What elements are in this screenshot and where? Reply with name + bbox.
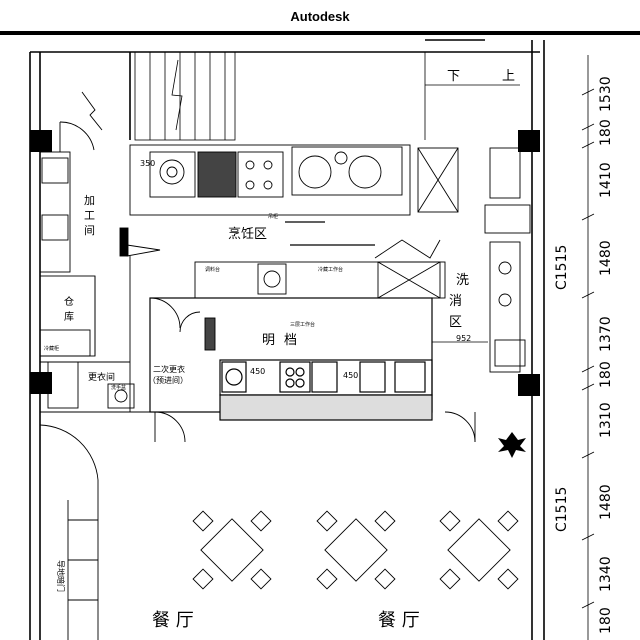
- column: [30, 372, 52, 394]
- pass-shelf-label: 三层工作台: [290, 321, 315, 328]
- vent-label: 吊柜: [268, 213, 278, 220]
- stair-down-label: 下: [447, 69, 460, 84]
- app-title: Autodesk: [290, 9, 350, 24]
- counter-450-a: 450: [250, 367, 265, 376]
- stairs: [134, 51, 520, 141]
- cooking-line: [129, 144, 459, 216]
- washing-zone-label-3: 区: [449, 315, 462, 330]
- door-swing: [59, 91, 103, 152]
- dim-180-a: 180: [598, 119, 614, 146]
- lower-walkway: [39, 424, 99, 640]
- processing-room-label-2: 工: [84, 209, 95, 222]
- stair-up-label: 上: [502, 69, 515, 84]
- washing-equipment: [484, 147, 531, 373]
- bottom-left-tag: 导地暗门: [56, 560, 66, 592]
- hand-sink-label: 洗手盆: [111, 384, 126, 391]
- open-counter-area: [149, 297, 433, 421]
- storage-label-1: 仓: [64, 295, 74, 308]
- dining-table[interactable]: [192, 510, 272, 590]
- title-bar: Autodesk: [0, 6, 640, 36]
- grill-table-label: 调料台: [205, 266, 220, 273]
- column: [30, 130, 52, 152]
- dim-1480-a: 1480: [598, 240, 614, 276]
- hoods: [119, 227, 441, 259]
- changing-room-label: 更衣间: [88, 371, 115, 383]
- secondary-changing-label: 二次更衣: [153, 364, 185, 374]
- dim-1340: 1340: [598, 556, 614, 592]
- burner-width-label: 350: [140, 159, 155, 168]
- dim-1530: 1530: [598, 76, 614, 112]
- window-tag-2: C1515: [554, 487, 570, 532]
- dining-hall-label-left: 餐 厅: [152, 610, 194, 631]
- dim-1480-b: 1480: [598, 484, 614, 520]
- dimension-scale: [581, 55, 595, 640]
- processing-room-label-1: 加: [84, 194, 95, 207]
- cooking-zone-label: 烹饪区: [228, 227, 267, 242]
- open-counter-label-2: 档: [284, 333, 297, 348]
- plant-icon: [498, 432, 526, 458]
- cold-table-label: 冷藏工作台: [318, 266, 343, 273]
- top-border-line: [0, 31, 640, 35]
- dim-1310: 1310: [598, 402, 614, 438]
- processing-room-label-3: 间: [84, 224, 95, 237]
- dim-1410: 1410: [598, 162, 614, 198]
- washing-zone-label-2: 消: [449, 294, 462, 309]
- counter-450-b: 450: [343, 371, 358, 380]
- window-tag-1: C1515: [554, 245, 570, 290]
- column: [518, 374, 540, 396]
- stove-burner: [149, 151, 196, 198]
- dining-tables: [192, 510, 519, 590]
- dining-table[interactable]: [316, 510, 396, 590]
- dining-table[interactable]: [439, 510, 519, 590]
- column: [518, 130, 540, 152]
- dim-180-c: 180: [598, 607, 614, 634]
- structural-columns: [30, 130, 540, 396]
- fridge-left-label: 冷藏柜: [44, 345, 59, 352]
- storage-label-2: 库: [64, 310, 74, 323]
- dim-180-b: 180: [598, 361, 614, 388]
- secondary-changing-note: （预进间）: [148, 375, 188, 385]
- dim-1370: 1370: [598, 316, 614, 352]
- dim-952-label: 952: [456, 334, 471, 343]
- dining-hall-label-right: 餐 厅: [378, 610, 420, 631]
- washing-zone-label-1: 洗: [456, 273, 469, 288]
- left-rooms: [39, 151, 476, 443]
- open-counter-label-1: 明: [262, 333, 275, 348]
